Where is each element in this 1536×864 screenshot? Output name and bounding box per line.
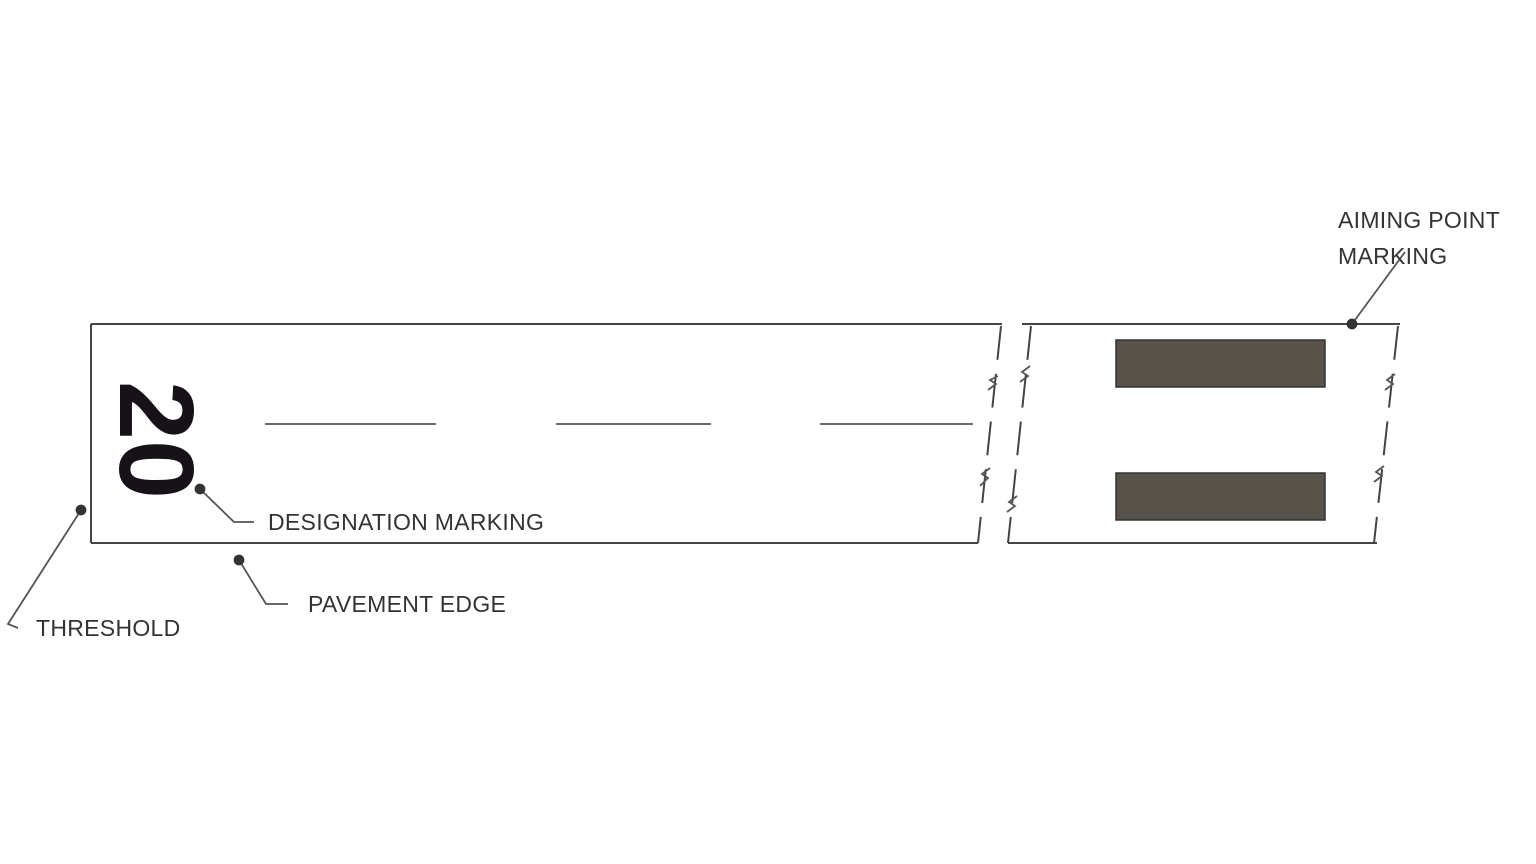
aiming-point-label-line2: MARKING — [1338, 243, 1447, 269]
break-line — [1007, 325, 1032, 544]
designation-marking-label: DESIGNATION MARKING — [268, 509, 544, 535]
break-symbol — [1019, 365, 1031, 383]
break-line — [1373, 325, 1399, 544]
aiming-point-leader-arrow — [1346, 251, 1406, 330]
threshold-leader-arrow — [6, 504, 87, 629]
break-symbol — [1373, 465, 1385, 483]
break-symbol — [987, 375, 999, 391]
threshold-label: THRESHOLD — [36, 615, 181, 641]
aiming-point-label-line1: AIMING POINT — [1338, 207, 1500, 233]
break-symbol — [1384, 373, 1396, 391]
runway-section-threshold — [90, 323, 1002, 544]
designation-leader-arrow — [194, 483, 254, 523]
aiming-point-bar-bottom — [1115, 472, 1326, 521]
break-symbol — [1006, 495, 1018, 513]
break-symbol — [979, 467, 991, 487]
runway-designation-number: 20 — [97, 381, 215, 499]
pavement-edge-label: PAVEMENT EDGE — [308, 591, 506, 617]
runway-section-aiming-point — [1006, 323, 1400, 544]
break-line — [977, 325, 1002, 544]
aiming-point-bar-top — [1115, 339, 1326, 388]
pavement-edge-leader-arrow — [233, 554, 288, 605]
